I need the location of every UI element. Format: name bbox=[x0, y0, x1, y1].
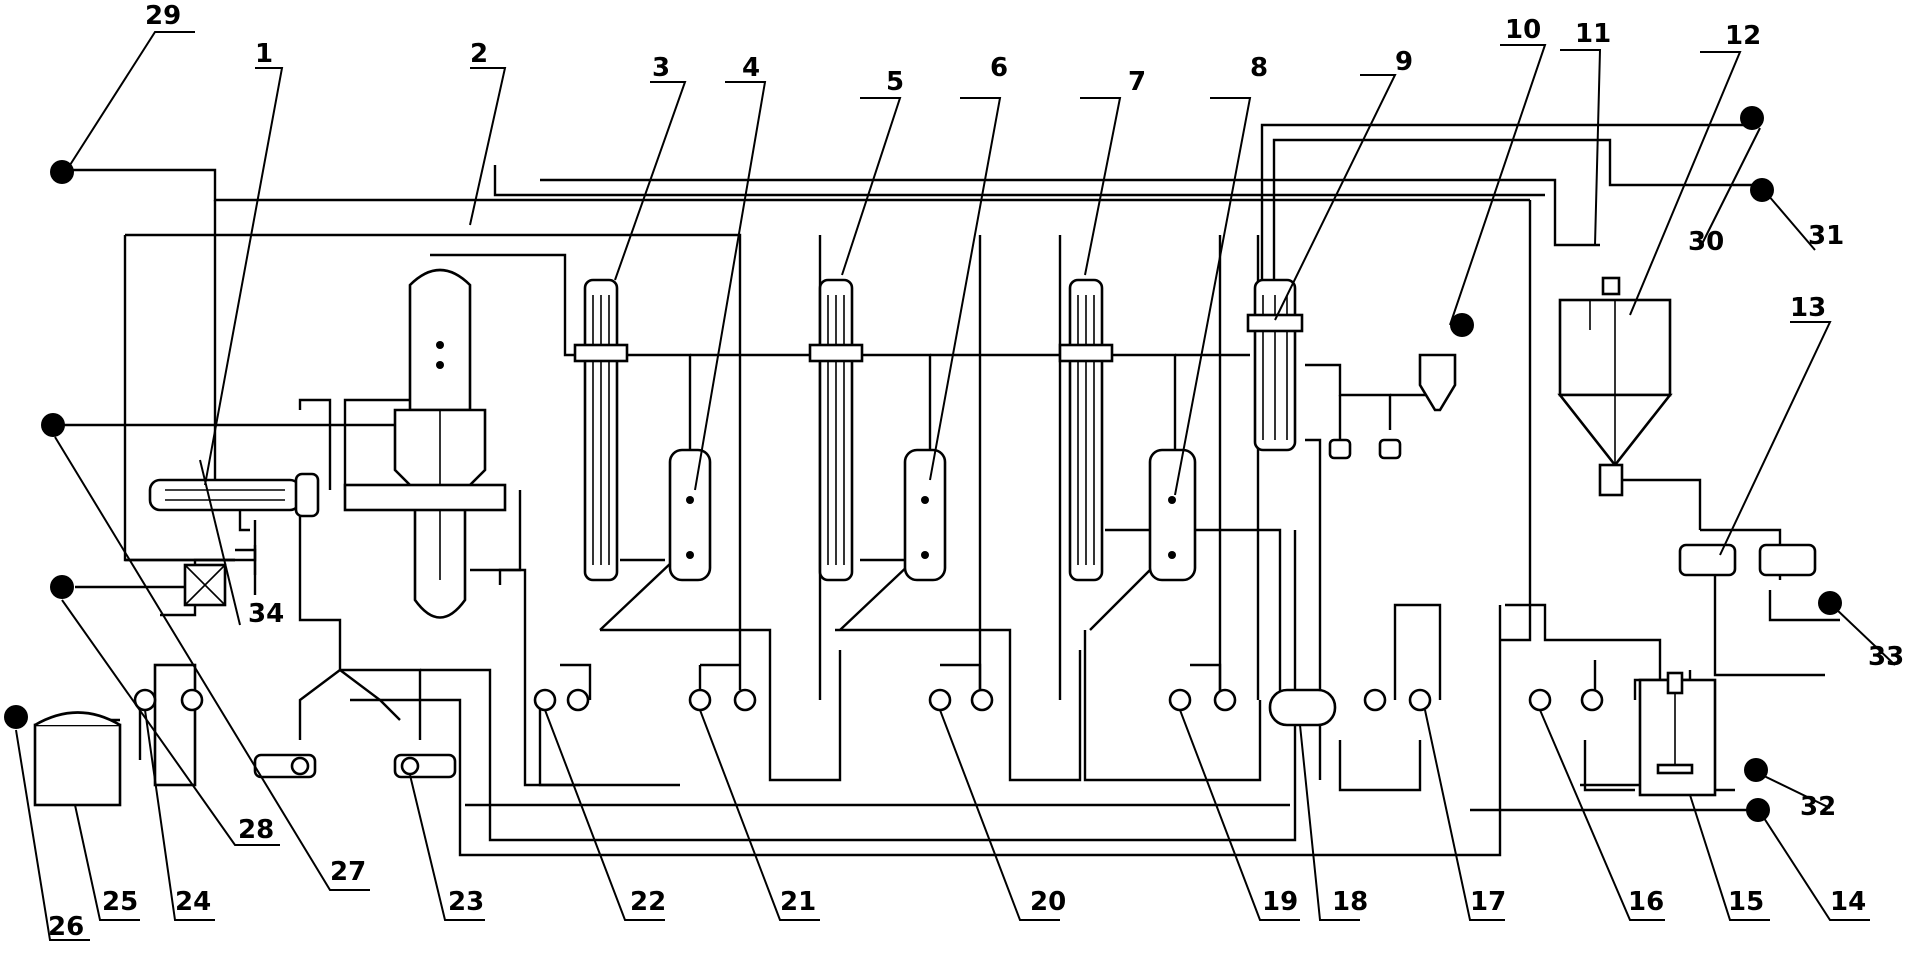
label-2: 2 bbox=[470, 39, 488, 69]
receiver-10 bbox=[1418, 353, 1457, 412]
condenser-9 bbox=[1246, 278, 1304, 452]
label-20: 20 bbox=[1030, 887, 1066, 917]
label-31: 31 bbox=[1808, 221, 1844, 251]
label-25: 25 bbox=[102, 887, 138, 917]
label-10: 10 bbox=[1505, 15, 1541, 45]
label-33: 33 bbox=[1868, 642, 1904, 672]
label-18: 18 bbox=[1332, 887, 1368, 917]
heat-exchanger-1 bbox=[148, 472, 320, 532]
label-15: 15 bbox=[1728, 887, 1764, 917]
label-26: 26 bbox=[48, 912, 84, 942]
label-17: 17 bbox=[1470, 887, 1506, 917]
label-3: 3 bbox=[652, 53, 670, 83]
label-14: 14 bbox=[1830, 887, 1866, 917]
label-22: 22 bbox=[630, 887, 666, 917]
pumps-row bbox=[133, 688, 1604, 712]
column-5 bbox=[808, 278, 864, 582]
receiver-18 bbox=[1268, 688, 1337, 727]
filter-24 bbox=[153, 663, 197, 787]
label-28: 28 bbox=[238, 815, 274, 845]
label-5: 5 bbox=[886, 67, 904, 97]
label-24: 24 bbox=[175, 887, 211, 917]
label-7: 7 bbox=[1128, 67, 1146, 97]
instrument-bubbles bbox=[4, 106, 1842, 822]
callout-labels: 1 2 3 4 5 6 7 8 9 10 11 12 13 14 15 16 1… bbox=[48, 1, 1904, 942]
label-16: 16 bbox=[1628, 887, 1664, 917]
separator-6 bbox=[903, 448, 947, 582]
column-7 bbox=[1058, 278, 1114, 582]
label-29: 29 bbox=[145, 1, 181, 31]
pump-23 bbox=[393, 753, 457, 779]
label-1: 1 bbox=[255, 39, 273, 69]
separator-4 bbox=[668, 448, 712, 582]
label-13: 13 bbox=[1790, 293, 1826, 323]
label-21: 21 bbox=[780, 887, 816, 917]
separator-13 bbox=[1678, 543, 1817, 577]
label-8: 8 bbox=[1250, 53, 1268, 83]
label-27: 27 bbox=[330, 857, 366, 887]
label-34: 34 bbox=[248, 599, 284, 629]
label-19: 19 bbox=[1262, 887, 1298, 917]
piping bbox=[62, 123, 1840, 857]
dryer-12 bbox=[1557, 276, 1673, 497]
label-23: 23 bbox=[448, 887, 484, 917]
label-4: 4 bbox=[742, 53, 760, 83]
pump-27 bbox=[253, 753, 317, 779]
vacuum-pumps bbox=[1328, 438, 1402, 460]
mixer-34 bbox=[183, 563, 227, 607]
evaporator-2 bbox=[343, 268, 507, 619]
separator-8 bbox=[1148, 448, 1197, 582]
label-32: 32 bbox=[1800, 792, 1836, 822]
label-9: 9 bbox=[1395, 47, 1413, 77]
label-12: 12 bbox=[1725, 21, 1761, 51]
label-30: 30 bbox=[1688, 227, 1724, 257]
label-11: 11 bbox=[1575, 19, 1611, 49]
leader-lines bbox=[15, 31, 1896, 941]
label-6: 6 bbox=[990, 53, 1008, 83]
equipment bbox=[4, 106, 1842, 822]
tank-15 bbox=[1638, 671, 1717, 797]
column-3 bbox=[573, 278, 629, 582]
tank-25 bbox=[33, 711, 122, 807]
